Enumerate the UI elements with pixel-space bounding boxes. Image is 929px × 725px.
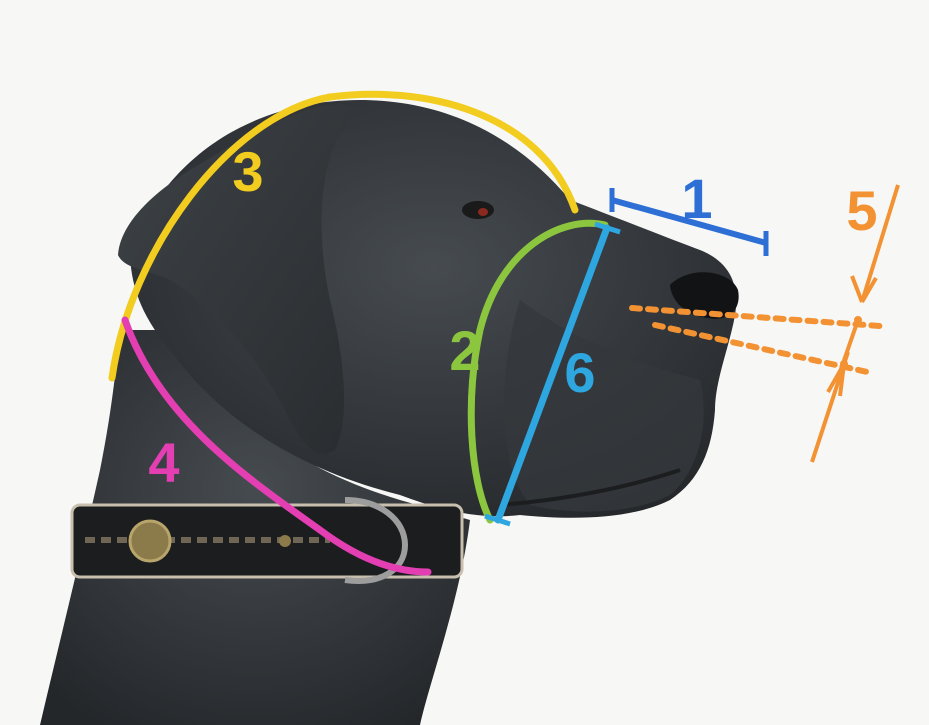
dog-ear (118, 104, 353, 454)
measurement-3-line (108, 90, 579, 382)
label-1: 1 (681, 167, 712, 230)
measurement-1-line (609, 188, 769, 256)
label-4: 4 (148, 431, 179, 494)
collar-medallion (128, 519, 172, 563)
label-5: 5 (846, 179, 877, 242)
dog-eye (462, 201, 494, 219)
dog-nose (670, 272, 739, 319)
measurement-2-line (467, 219, 609, 524)
measurement-6-line (484, 221, 621, 527)
label-2: 2 (449, 319, 480, 382)
dog-eye-highlight (478, 208, 488, 216)
measurement-4-line (121, 316, 432, 576)
measurement-5-line (629, 184, 900, 463)
label-6: 6 (564, 341, 595, 404)
dog-mouth (499, 468, 681, 507)
label-3: 3 (232, 140, 263, 203)
dog-jowl (503, 300, 704, 512)
